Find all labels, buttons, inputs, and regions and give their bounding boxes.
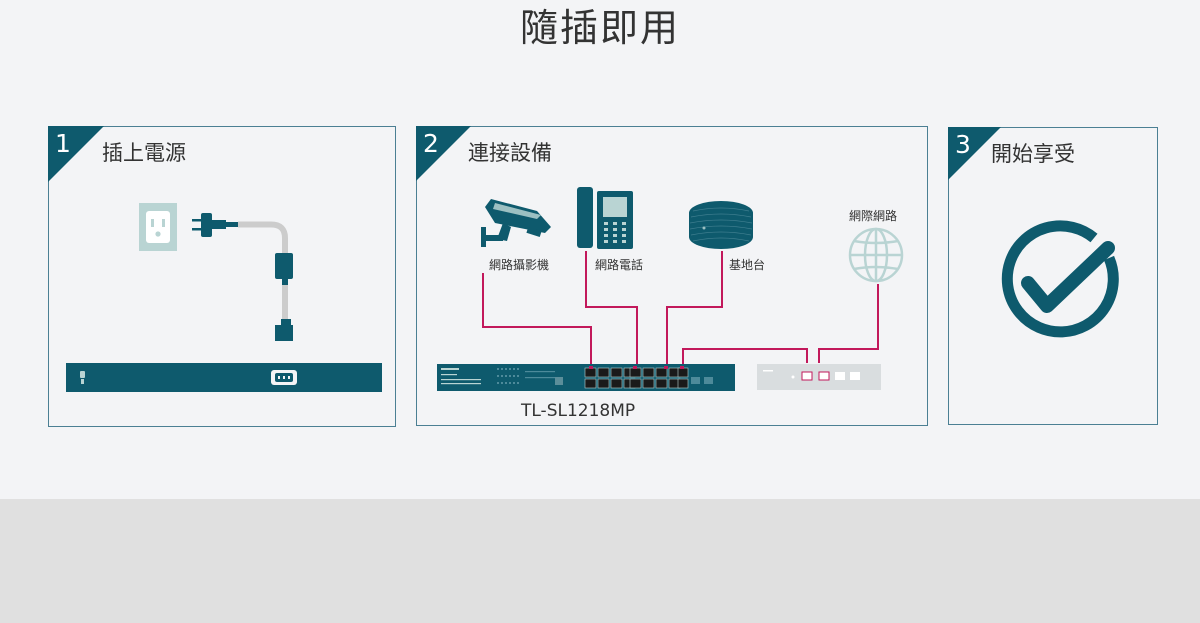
step-1-illustration (66, 203, 382, 392)
device-label-ip-camera: 網路攝影機 (489, 258, 550, 272)
step-2-card: 2 連接設備 (416, 126, 928, 426)
step-3-corner (948, 127, 1001, 180)
router-device (757, 364, 881, 390)
access-point-icon (689, 201, 753, 249)
power-outlet-icon (139, 203, 177, 251)
ip-camera-icon (481, 199, 551, 247)
device-label-internet: 網際網路 (849, 209, 898, 223)
step-3-label: 開始享受 (991, 142, 1075, 166)
globe-icon (848, 227, 904, 283)
step-2-corner (416, 126, 471, 181)
footer-band (0, 499, 1200, 623)
step-1-corner (48, 126, 104, 182)
device-label-ip-phone: 網路電話 (595, 258, 644, 272)
step-3-number: 3 (955, 130, 971, 159)
device-label-access-point: 基地台 (729, 258, 766, 272)
step-3-card: 3 開始享受 (948, 127, 1158, 425)
step-2-illustration (437, 187, 904, 391)
checkmark-icon (1001, 220, 1119, 338)
switch-model-label: TL-SL1218MP (521, 401, 636, 421)
step-1-card: 1 插上電源 (48, 126, 396, 427)
step-1-number: 1 (55, 129, 71, 158)
ip-phone-icon (577, 187, 633, 249)
step-2-number: 2 (423, 129, 439, 158)
switch-rear-panel (66, 363, 382, 392)
power-plug-icon (192, 213, 293, 341)
page-title: 隨插即用 (519, 6, 680, 50)
switch-front-panel (437, 364, 735, 391)
network-cables (482, 251, 879, 366)
step-1-label: 插上電源 (102, 141, 186, 165)
step-2-label: 連接設備 (468, 141, 552, 165)
